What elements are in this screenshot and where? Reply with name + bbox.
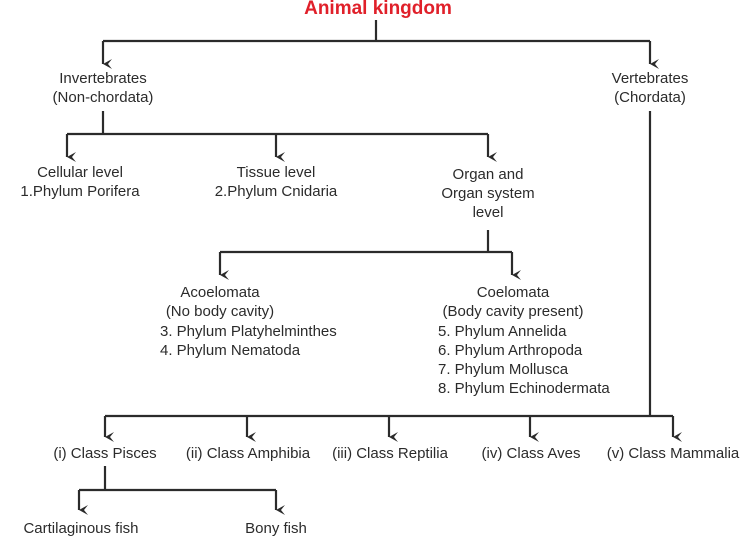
tissue-label: Tissue level xyxy=(236,164,316,181)
node-coelomata-header: Coelomata (Body cavity present) xyxy=(443,283,584,321)
vertebrates-sublabel: (Chordata) xyxy=(614,89,686,106)
list-item: 6. Phylum Arthropoda xyxy=(438,342,583,359)
node-organ-level: Organ and Organ system level xyxy=(441,165,534,222)
node-class-mammalia: (v) Class Mammalia xyxy=(606,445,740,462)
node-class-reptilia: (iii) Class Reptilia xyxy=(332,445,448,462)
coelomata-label: Coelomata xyxy=(476,284,550,301)
organ-line-3: level xyxy=(472,204,504,221)
invertebrates-sublabel: (Non-chordata) xyxy=(52,89,154,106)
cellular-label: Cellular level xyxy=(37,164,123,181)
coelomata-phyla-list: 5. Phylum Annelida 6. Phylum Arthropoda … xyxy=(438,322,610,398)
invertebrates-label: Invertebrates xyxy=(59,70,147,87)
node-bony-fish: Bony fish xyxy=(245,520,307,537)
node-class-pisces: (i) Class Pisces xyxy=(53,445,157,462)
acoelomata-sublabel: (No body cavity) xyxy=(165,303,275,320)
acoelomata-label: Acoelomata xyxy=(180,284,260,301)
cellular-phylum: 1.Phylum Porifera xyxy=(20,183,140,200)
node-vertebrates: Vertebrates (Chordata) xyxy=(612,69,689,107)
node-tissue-level: Tissue level 2.Phylum Cnidaria xyxy=(215,163,338,201)
node-class-amphibia: (ii) Class Amphibia xyxy=(185,445,311,462)
list-item: 5. Phylum Annelida xyxy=(438,323,567,340)
list-item: 8. Phylum Echinodermata xyxy=(438,380,610,397)
node-cartilaginous-fish: Cartilaginous fish xyxy=(23,520,139,537)
vertebrates-label: Vertebrates xyxy=(611,70,689,87)
organ-line-1: Organ and xyxy=(452,166,524,183)
list-item: 7. Phylum Mollusca xyxy=(438,361,569,378)
list-item: 4. Phylum Nematoda xyxy=(160,342,301,359)
diagram-title: Animal kingdom xyxy=(304,0,452,19)
list-item: 3. Phylum Platyhelminthes xyxy=(160,323,337,340)
node-cellular-level: Cellular level 1.Phylum Porifera xyxy=(20,163,139,201)
node-invertebrates: Invertebrates (Non-chordata) xyxy=(53,69,154,107)
acoelomata-phyla-list: 3. Phylum Platyhelminthes 4. Phylum Nema… xyxy=(160,322,337,360)
coelomata-sublabel: (Body cavity present) xyxy=(442,303,584,320)
node-class-aves: (iv) Class Aves xyxy=(481,445,581,462)
node-acoelomata-header: Acoelomata (No body cavity) xyxy=(166,283,274,321)
organ-line-2: Organ system xyxy=(441,185,535,202)
tissue-phylum: 2.Phylum Cnidaria xyxy=(214,183,338,200)
